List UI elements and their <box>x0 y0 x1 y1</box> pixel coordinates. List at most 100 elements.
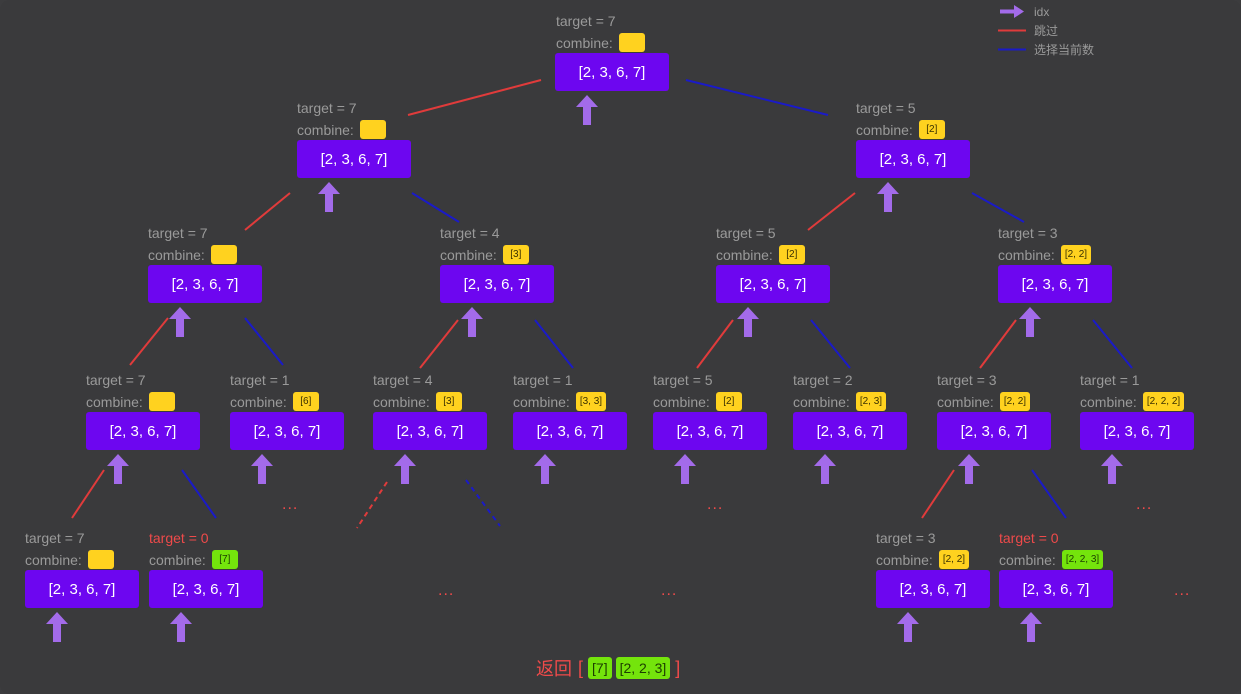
ellipsis: ... <box>661 582 678 599</box>
combine-row: combine: <box>86 392 175 411</box>
combine-label: combine: <box>440 246 497 263</box>
legend-skip-label: 跳过 <box>1034 24 1059 38</box>
candidates-box: [2, 3, 6, 7] <box>555 53 669 91</box>
combine-chip: [2, 3] <box>855 392 887 411</box>
combine-row: combine: [3] <box>440 245 529 264</box>
candidates-box: [2, 3, 6, 7] <box>440 265 554 303</box>
edge-select <box>181 469 217 519</box>
target-label: target = 7 <box>86 372 146 388</box>
combine-row: combine: [2, 2, 3] <box>999 550 1104 569</box>
legend-idx-label: idx <box>1034 4 1050 19</box>
edge-select <box>534 319 574 369</box>
combine-row: combine:[3, 3] <box>513 392 607 411</box>
idx-arrow-icon <box>876 182 900 212</box>
edge-select <box>244 317 284 366</box>
combine-row: combine: <box>556 33 645 52</box>
idx-arrow-icon <box>250 454 274 484</box>
edge-skip-dashed <box>356 481 388 529</box>
combine-row: combine: <box>25 550 114 569</box>
result-line: 返回 [ [7] [2, 2, 3] ] <box>536 655 680 681</box>
legend-idx: idx <box>998 2 1094 21</box>
candidates-box: [2, 3, 6, 7] <box>856 140 970 178</box>
target-label: target = 4 <box>373 372 433 388</box>
idx-arrow-icon <box>533 454 557 484</box>
result-item: [2, 2, 3] <box>615 657 671 679</box>
target-label: target = 7 <box>556 13 616 29</box>
idx-arrow-icon <box>1100 454 1124 484</box>
edge-select <box>810 319 851 369</box>
idx-arrow-icon <box>673 454 697 484</box>
combine-chip: [2, 2] <box>938 550 970 569</box>
combine-label: combine: <box>230 393 287 410</box>
combine-chip <box>359 120 386 139</box>
candidates-box: [2, 3, 6, 7] <box>513 412 627 450</box>
edge-skip <box>921 469 955 519</box>
ellipsis: ... <box>707 496 724 513</box>
combine-label: combine: <box>86 393 143 410</box>
combine-row: combine:[2] <box>653 392 742 411</box>
combine-label: combine: <box>149 551 206 568</box>
edge-select <box>1031 469 1067 519</box>
target-label: target = 2 <box>793 372 853 388</box>
combine-chip: [3] <box>502 245 529 264</box>
legend-select-label: 选择当前数 <box>1034 43 1095 57</box>
target-label: target = 0 <box>149 530 209 546</box>
combine-row: combine:[3] <box>373 392 462 411</box>
combine-row: combine:[2, 3] <box>793 392 887 411</box>
candidates-box: [2, 3, 6, 7] <box>230 412 344 450</box>
idx-arrow-icon <box>736 307 760 337</box>
legend-select: 选择当前数 <box>998 40 1094 59</box>
combine-chip: [2, 2, 3] <box>1061 550 1104 569</box>
idx-arrow-icon <box>813 454 837 484</box>
idx-arrow-icon <box>957 454 981 484</box>
target-label: target = 3 <box>998 225 1058 241</box>
target-label: target = 5 <box>653 372 713 388</box>
candidates-box: [2, 3, 6, 7] <box>876 570 990 608</box>
target-label: target = 5 <box>716 225 776 241</box>
edge-skip <box>419 319 459 369</box>
target-label: target = 4 <box>440 225 500 241</box>
result-item: [7] <box>588 657 612 679</box>
combine-label: combine: <box>25 551 82 568</box>
combine-chip: [2] <box>715 392 742 411</box>
edge-select-dashed <box>465 479 501 527</box>
combine-row: combine: <box>148 245 237 264</box>
edge-select <box>411 192 460 223</box>
result-open-bracket: [ <box>578 657 584 678</box>
combine-chip: [2, 2] <box>999 392 1031 411</box>
candidates-box: [2, 3, 6, 7] <box>937 412 1051 450</box>
idx-arrow-icon <box>896 612 920 642</box>
idx-arrow-icon <box>317 182 341 212</box>
edge-select <box>1092 319 1133 369</box>
combine-chip: [2, 2] <box>1060 245 1092 264</box>
idx-arrow-icon <box>460 307 484 337</box>
combine-chip: [2] <box>778 245 805 264</box>
combine-chip: [6] <box>292 392 319 411</box>
idx-arrow-icon <box>168 307 192 337</box>
combine-chip <box>148 392 175 411</box>
candidates-box: [2, 3, 6, 7] <box>297 140 411 178</box>
combine-row: combine:[2, 2] <box>876 550 970 569</box>
ellipsis: ... <box>1136 496 1153 513</box>
idx-arrow-icon <box>575 95 599 125</box>
ellipsis: ... <box>282 496 299 513</box>
edge-skip <box>244 192 291 231</box>
idx-arrow-icon <box>45 612 69 642</box>
combine-chip: [2, 2, 2] <box>1142 392 1185 411</box>
candidates-box: [2, 3, 6, 7] <box>653 412 767 450</box>
target-label: target = 0 <box>999 530 1059 546</box>
combine-label: combine: <box>999 551 1056 568</box>
ellipsis: ... <box>438 582 455 599</box>
idx-arrow-icon <box>1019 612 1043 642</box>
